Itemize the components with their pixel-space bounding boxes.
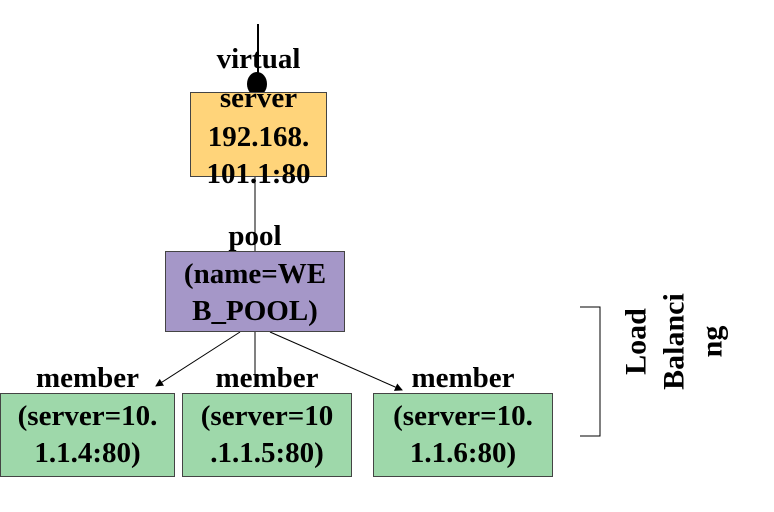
pool-box[interactable]: [165, 251, 345, 332]
virtual-server-address-part1: 192.168.: [207, 121, 310, 153]
member-1-heading: member: [35, 362, 140, 394]
load-balancing-label-line1: Load: [619, 308, 653, 375]
member-2-box[interactable]: [182, 393, 352, 477]
member-2-server-part1: (server=10: [200, 400, 334, 432]
virtual-server-label-virtual: virtual: [216, 43, 301, 75]
member-1-server-part1: (server=10.: [17, 400, 158, 432]
member-1-server-part2: 1.1.4:80): [34, 437, 141, 469]
virtual-server-address-part2: 101.1:80: [206, 158, 311, 190]
pool-name-part1: (name=WE: [183, 258, 327, 290]
member-2-server-part2: .1.1.5:80): [210, 437, 324, 469]
load-balancing-bracket: [580, 306, 601, 437]
member-3-server-part1: (server=10.: [393, 400, 533, 432]
member-2-heading: member: [215, 362, 319, 394]
pool-to-member-1-arrow: [155, 331, 241, 387]
member-3-box[interactable]: [373, 393, 553, 477]
member-3-heading: member: [411, 362, 515, 394]
virtual-server-label-server: server: [219, 82, 298, 114]
virtual-server-box[interactable]: [190, 92, 327, 177]
member-1-box[interactable]: [0, 393, 175, 477]
pool-to-member-3-arrow: [269, 331, 403, 391]
entry-point-dot: [247, 72, 267, 96]
pool-heading: pool: [228, 220, 282, 252]
load-balancing-label-line3: ng: [695, 325, 729, 358]
load-balancing-label-line2: Balanci: [657, 293, 691, 390]
member-3-server-part2: 1.1.6:80): [409, 437, 517, 469]
pool-name-part2: B_POOL): [192, 295, 318, 327]
